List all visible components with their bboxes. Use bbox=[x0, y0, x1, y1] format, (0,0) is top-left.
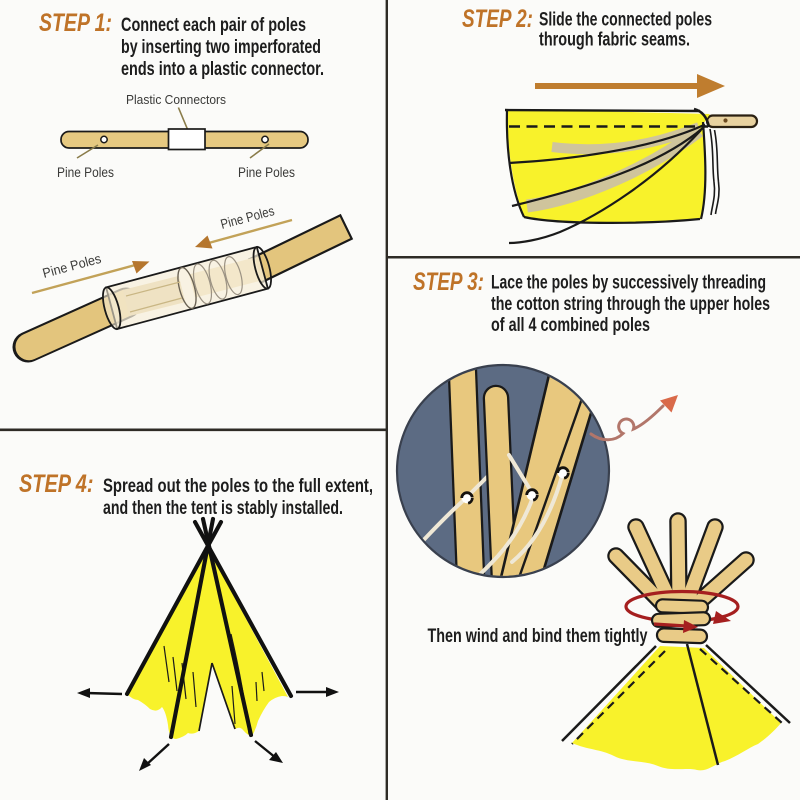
svg-text:Lace the poles by successively: Lace the poles by successively threading bbox=[491, 272, 766, 294]
svg-text:Connect each pair of poles: Connect each pair of poles bbox=[121, 14, 306, 36]
svg-text:by inserting two imperforated: by inserting two imperforated bbox=[121, 36, 321, 58]
svg-text:Slide the connected poles: Slide the connected poles bbox=[539, 9, 712, 31]
svg-text:STEP 1:: STEP 1: bbox=[39, 9, 112, 37]
svg-text:the cotton string through the: the cotton string through the upper hole… bbox=[491, 293, 770, 315]
svg-text:Spread out the poles to the fu: Spread out the poles to the full extent, bbox=[103, 475, 373, 497]
svg-text:through fabric seams.: through fabric seams. bbox=[539, 29, 690, 51]
svg-text:STEP 4:: STEP 4: bbox=[19, 470, 94, 498]
svg-text:Then wind and bind them tightl: Then wind and bind them tightly bbox=[428, 625, 648, 647]
svg-text:ends into a plastic connector.: ends into a plastic connector. bbox=[121, 58, 324, 80]
svg-text:Pine Poles: Pine Poles bbox=[57, 165, 114, 180]
svg-text:Plastic Connectors: Plastic Connectors bbox=[126, 92, 226, 107]
svg-text:and then the tent is stably in: and then the tent is stably installed. bbox=[103, 497, 343, 519]
svg-text:STEP 3:: STEP 3: bbox=[413, 268, 484, 296]
svg-text:of all 4 combined poles: of all 4 combined poles bbox=[491, 314, 650, 336]
svg-text:STEP 2:: STEP 2: bbox=[462, 5, 533, 33]
svg-text:Pine Poles: Pine Poles bbox=[238, 165, 295, 180]
